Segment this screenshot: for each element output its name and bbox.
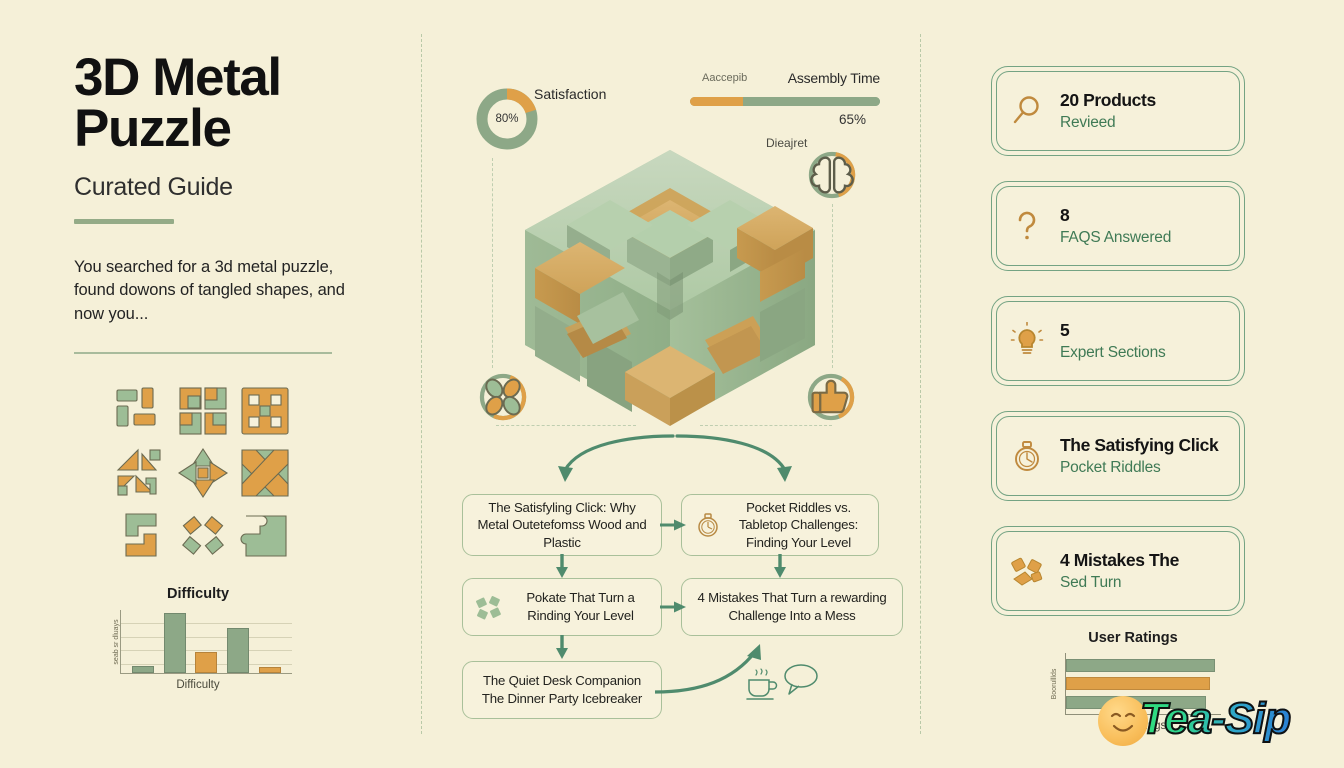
difficulty-chart-title: Difficulty xyxy=(166,586,230,603)
stat-card-satisfying-click[interactable]: The Satisfying Click Pocket Riddles xyxy=(991,411,1245,501)
speech-bubble-icon xyxy=(780,662,820,696)
thumbs-up-badge xyxy=(805,371,857,423)
puzzle-fragments-icon xyxy=(474,592,504,622)
ratings-chart-title: User Ratings xyxy=(1088,630,1178,646)
difficulty-x-label: Difficulty xyxy=(176,679,220,692)
page-subtitle: Curated Guide xyxy=(74,172,233,201)
stat-sub: Sed Turn xyxy=(1060,574,1122,591)
bar xyxy=(131,665,154,674)
connector-top-left xyxy=(492,158,493,368)
satisfaction-label: Satisfaction xyxy=(534,86,607,102)
assembly-progress-orange xyxy=(690,97,744,106)
stat-head: 20 Products xyxy=(1060,90,1156,110)
puzzle-icon-frame xyxy=(236,382,294,440)
satisfaction-donut: 80% xyxy=(474,86,540,152)
puzzle-icon-jigsaw xyxy=(236,506,294,564)
difficulty-plot xyxy=(120,610,292,675)
bar xyxy=(163,613,186,674)
flow-arrow-right-2 xyxy=(660,600,686,614)
flow-box-5[interactable]: The Quiet Desk Companion The Dinner Part… xyxy=(462,661,662,719)
flow-box-4-text: 4 Mistakes That Turn a rewarding Challen… xyxy=(697,590,887,623)
puzzle-badge xyxy=(477,371,529,423)
section-divider xyxy=(74,352,332,355)
brain-icon xyxy=(806,149,858,201)
question-mark-icon xyxy=(1008,207,1046,245)
satisfaction-value: 80% xyxy=(495,113,519,125)
stat-card-mistakes[interactable]: 4 Mistakes The Sed Turn xyxy=(991,526,1245,616)
difficulty-chart: Difficulty seab sr dluays Difficulty xyxy=(98,586,298,691)
ratings-y-label: Boorulllds xyxy=(1050,668,1058,700)
lightbulb-icon xyxy=(1008,322,1046,360)
flow-box-3[interactable]: Pokate That Turn a Rinding Your Level xyxy=(462,578,662,636)
bar xyxy=(195,652,218,674)
assembly-title: Assembly Time xyxy=(787,70,881,86)
puzzle-icon-triangles xyxy=(112,444,170,502)
bar xyxy=(227,627,250,674)
connector-top-right xyxy=(832,204,833,368)
broken-pieces-icon xyxy=(1008,552,1046,590)
assembly-time-metric: Aaccepib Assembly Time 65% xyxy=(690,70,880,127)
puzzle-icon-scatter xyxy=(174,506,232,564)
smiling-face-icon xyxy=(1098,696,1148,746)
brain-badge xyxy=(806,149,858,201)
puzzle-icon-diamond xyxy=(174,444,232,502)
watermark-text: Tea-Sip xyxy=(1139,693,1292,744)
flow-box-5-text: The Quiet Desk Companion The Dinner Part… xyxy=(481,673,643,706)
connector-bottom-right xyxy=(700,425,832,426)
stat-card-products[interactable]: 20 Products Revieed xyxy=(991,66,1245,156)
flow-arrow-down-2 xyxy=(773,554,787,578)
assembly-value: 65% xyxy=(838,112,866,127)
connector-bottom-left xyxy=(496,425,636,426)
magnifier-icon xyxy=(1008,92,1046,130)
difficulty-bars xyxy=(127,610,286,674)
puzzle-icon-quad xyxy=(174,382,232,440)
brain-badge-label: Dieajret xyxy=(766,136,808,150)
thumbs-up-icon xyxy=(805,371,857,423)
puzzle-cube-illustration xyxy=(505,120,835,440)
flow-arrow-curve-up xyxy=(653,640,775,710)
flow-arrow-right-1 xyxy=(660,518,686,532)
flow-arrow-down-1 xyxy=(555,554,569,578)
stat-sub: Revieed xyxy=(1060,114,1116,131)
puzzle-icon-sshape xyxy=(112,506,170,564)
stat-sub: FAQS Answered xyxy=(1060,229,1172,246)
intro-text: You searched for a 3d metal puzzle, foun… xyxy=(74,257,345,323)
assembly-progress-green xyxy=(743,97,880,106)
flow-box-3-text: Pokate That Turn a Rinding Your Level xyxy=(526,590,635,623)
hbar xyxy=(1066,677,1211,690)
stopwatch-icon xyxy=(693,510,723,540)
coffee-cup-icon xyxy=(740,662,782,704)
puzzle-icon-grid xyxy=(112,382,374,564)
flow-box-1-text: The Satisfyling Click: Why Metal Outetef… xyxy=(477,499,647,550)
flow-box-2-text: Pocket Riddles vs. Tabletop Challenges: … xyxy=(738,499,859,550)
puzzle-icon-cross xyxy=(236,444,294,502)
stat-head: The Satisfying Click xyxy=(1060,435,1219,455)
stat-card-faqs[interactable]: 8 FAQS Answered xyxy=(991,181,1245,271)
page-title: 3D Metal Puzzle xyxy=(74,48,282,159)
flow-arrow-down-3 xyxy=(555,635,569,659)
puzzle-icon-blocks xyxy=(112,382,170,440)
stat-sub: Pocket Riddles xyxy=(1060,459,1161,476)
stat-head: 4 Mistakes The xyxy=(1060,550,1179,570)
assembly-progress-bar xyxy=(690,97,880,106)
puzzle-pieces-icon xyxy=(477,371,529,423)
divider-left xyxy=(421,34,422,734)
left-column: 3D Metal Puzzle Curated Guide You search… xyxy=(74,48,374,691)
stat-card-sections[interactable]: 5 Expert Sections xyxy=(991,296,1245,386)
watermark: Tea-Sip xyxy=(1098,692,1328,754)
hbar xyxy=(1066,658,1215,672)
stat-sub: Expert Sections xyxy=(1060,344,1166,361)
stat-head: 5 xyxy=(1060,320,1070,340)
title-rule xyxy=(74,218,174,224)
flow-box-2[interactable]: Pocket Riddles vs. Tabletop Challenges: … xyxy=(681,494,879,556)
flow-box-4[interactable]: 4 Mistakes That Turn a rewarding Challen… xyxy=(681,578,903,636)
bar xyxy=(259,667,282,674)
flow-box-1[interactable]: The Satisfyling Click: Why Metal Outetef… xyxy=(462,494,662,556)
stat-head: 8 xyxy=(1060,205,1070,225)
flow-branch-arrows xyxy=(540,430,810,488)
divider-right xyxy=(920,34,921,734)
stats-sidebar: 20 Products Revieed 8 FAQS Answered 5 Ex… xyxy=(991,66,1245,641)
assembly-sublabel: Aaccepib xyxy=(702,72,748,84)
stopwatch-icon xyxy=(1008,437,1046,475)
